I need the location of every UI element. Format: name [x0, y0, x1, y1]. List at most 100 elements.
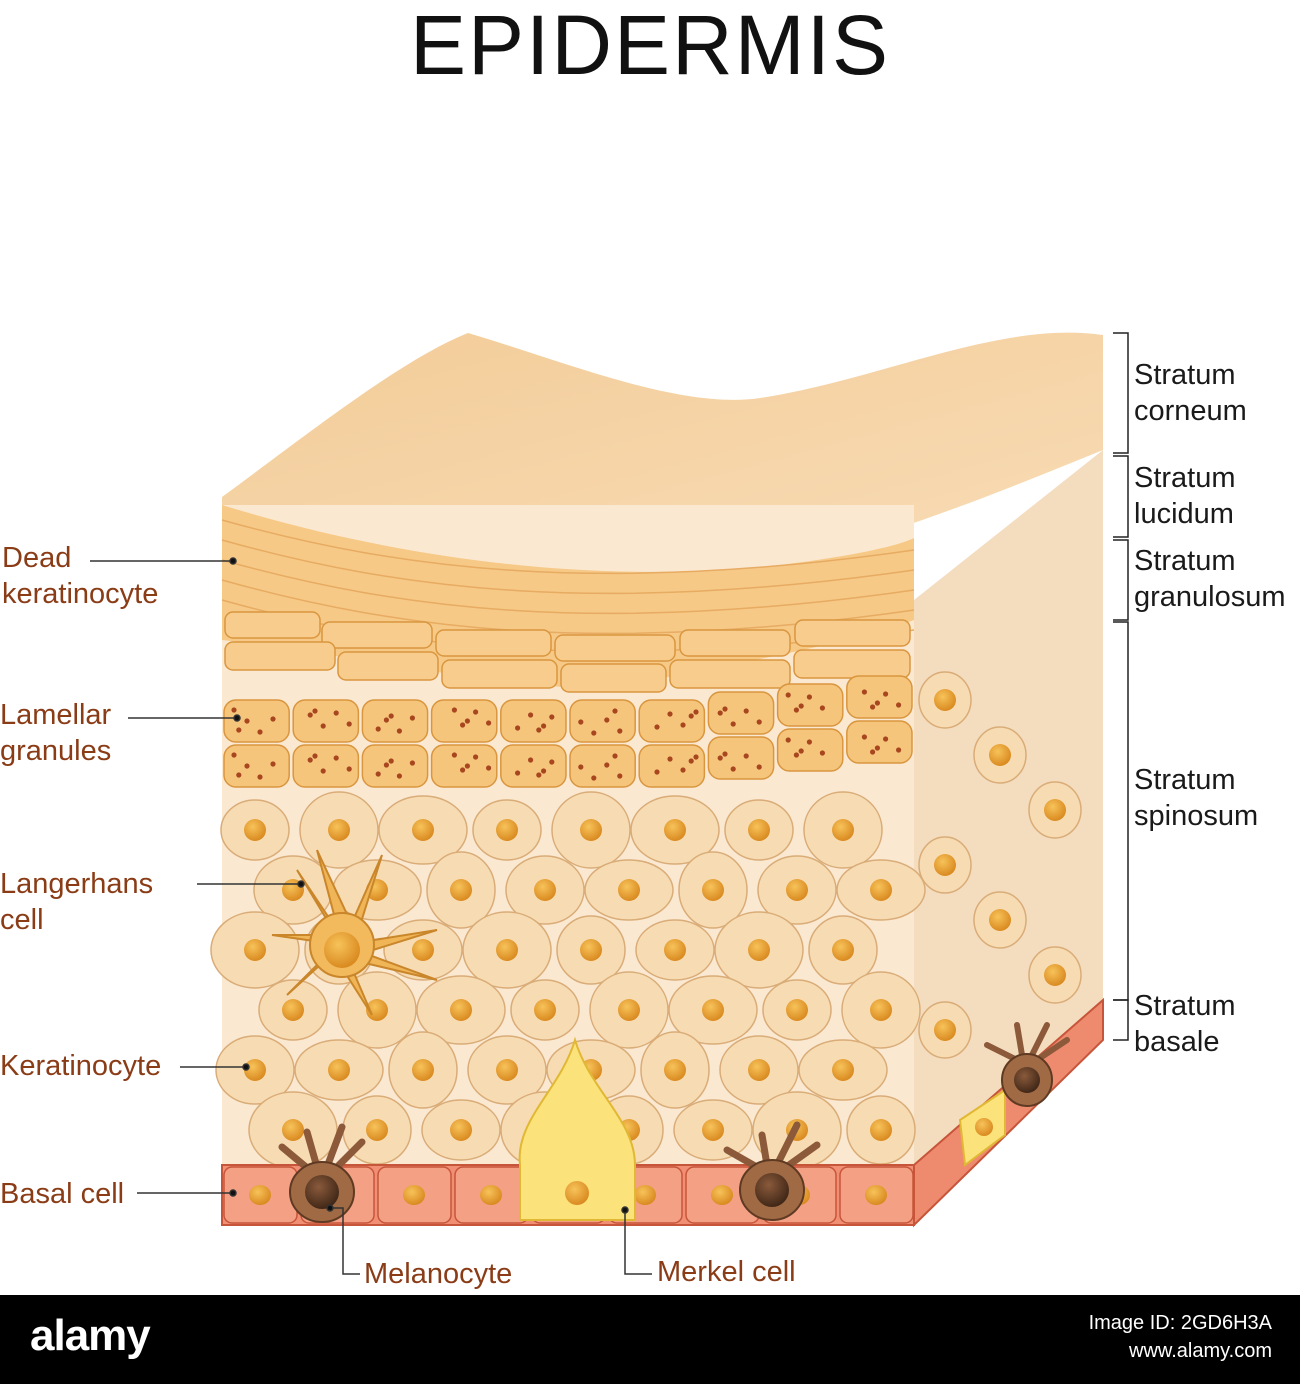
lamellar-granule: [410, 760, 415, 765]
granular-cell: [639, 745, 704, 787]
label-lamellar-granules: Lamellar granules: [0, 697, 111, 769]
lamellar-granule: [473, 754, 478, 759]
lamellar-granule: [236, 772, 241, 777]
lamellar-granule: [794, 707, 799, 712]
granular-cell: [224, 700, 289, 742]
lamellar-granule: [528, 712, 533, 717]
keratinocyte-nucleus: [934, 689, 956, 711]
lamellar-granule: [257, 729, 262, 734]
keratinocyte-nucleus: [328, 819, 350, 841]
lamellar-granule: [799, 703, 804, 708]
lamellar-granule: [465, 763, 470, 768]
lamellar-granule: [321, 723, 326, 728]
basal-cell-nucleus: [634, 1185, 656, 1205]
keratinocyte-nucleus: [832, 939, 854, 961]
granular-cell: [639, 700, 704, 742]
lamellar-granule: [460, 722, 465, 727]
basal-cell-nucleus: [403, 1185, 425, 1205]
lamellar-granule: [807, 694, 812, 699]
lamellar-granule: [541, 768, 546, 773]
lamellar-granule: [654, 769, 659, 774]
keratinocyte-nucleus: [282, 999, 304, 1021]
lamellar-granule: [397, 728, 402, 733]
lamellar-granule: [473, 709, 478, 714]
lamellar-granule: [591, 775, 596, 780]
label-keratinocyte: Keratinocyte: [0, 1048, 161, 1084]
lamellar-granule: [689, 758, 694, 763]
keratinocyte-nucleus: [534, 879, 556, 901]
keratinocyte-nucleus: [580, 819, 602, 841]
keratinocyte-nucleus: [244, 819, 266, 841]
epidermis-diagram: [0, 0, 1300, 1295]
keratinocyte-nucleus: [832, 1059, 854, 1081]
lamellar-granule: [244, 718, 249, 723]
lamellar-granule: [757, 719, 762, 724]
footer-bar: alamy Image ID: 2GD6H3A www.alamy.com: [0, 1295, 1300, 1384]
keratinocyte-nucleus: [618, 999, 640, 1021]
granular-cell: [847, 721, 912, 763]
keratinocyte-nucleus: [832, 819, 854, 841]
keratinocyte-nucleus: [748, 1059, 770, 1081]
lamellar-granule: [376, 726, 381, 731]
lamellar-granule: [347, 721, 352, 726]
lamellar-granule: [486, 765, 491, 770]
label-stratum-basale: Stratum basale: [1134, 988, 1236, 1060]
lamellar-granule: [612, 708, 617, 713]
basal-cell-nucleus: [249, 1185, 271, 1205]
keratinocyte-nucleus: [786, 999, 808, 1021]
label-langerhans-cell: Langerhans cell: [0, 866, 153, 938]
lamellar-granule: [875, 745, 880, 750]
lamellar-granule: [397, 773, 402, 778]
lamellar-granule: [321, 768, 326, 773]
lamellar-granule: [617, 728, 622, 733]
granular-cell: [362, 700, 427, 742]
keratinocyte-nucleus: [450, 1119, 472, 1141]
footer-logo[interactable]: alamy: [30, 1311, 150, 1361]
keratinocyte-nucleus: [1044, 964, 1066, 986]
lamellar-granule: [334, 710, 339, 715]
label-melanocyte: Melanocyte: [364, 1256, 512, 1292]
label-stratum-lucidum: Stratum lucidum: [1134, 460, 1236, 532]
lamellar-granule: [389, 713, 394, 718]
keratinocyte-nucleus: [870, 1119, 892, 1141]
keratinocyte-nucleus: [496, 1059, 518, 1081]
keratinocyte-nucleus: [450, 879, 472, 901]
keratinocyte-nucleus: [664, 1059, 686, 1081]
granular-cell: [501, 700, 566, 742]
lamellar-granule: [334, 755, 339, 760]
label-merkel-cell: Merkel cell: [657, 1254, 796, 1290]
lamellar-granule: [384, 717, 389, 722]
lamellar-granule: [231, 707, 236, 712]
keratinocyte-nucleus: [618, 879, 640, 901]
lamellar-granule: [270, 761, 275, 766]
lamellar-granule: [744, 708, 749, 713]
keratinocyte-nucleus: [748, 939, 770, 961]
lamellar-granule: [312, 708, 317, 713]
lamellar-granule: [410, 715, 415, 720]
lamellar-granule: [689, 713, 694, 718]
keratinocyte-nucleus: [496, 819, 518, 841]
lamellar-granule: [722, 751, 727, 756]
lamellar-granule: [549, 714, 554, 719]
lamellar-granule: [536, 727, 541, 732]
lamellar-granule: [617, 773, 622, 778]
lamellar-granule: [731, 766, 736, 771]
lamellar-granule: [744, 753, 749, 758]
lamellar-granule: [862, 689, 867, 694]
lamellar-granule: [786, 737, 791, 742]
keratinocyte-nucleus: [989, 744, 1011, 766]
granular-cell: [778, 684, 843, 726]
keratinocyte-nucleus: [412, 1059, 434, 1081]
basal-cell-nucleus: [480, 1185, 502, 1205]
keratinocyte-nucleus: [786, 879, 808, 901]
footer-url[interactable]: www.alamy.com: [1089, 1337, 1272, 1365]
keratinocyte-nucleus: [450, 999, 472, 1021]
lamellar-granule: [515, 770, 520, 775]
lamellar-granule: [389, 758, 394, 763]
lamellar-granule: [244, 763, 249, 768]
lamellar-granule: [257, 774, 262, 779]
label-stratum-granulosum: Stratum granulosum: [1134, 543, 1286, 615]
lamellar-granule: [486, 720, 491, 725]
lamellar-granule: [604, 717, 609, 722]
lamellar-granule: [862, 734, 867, 739]
